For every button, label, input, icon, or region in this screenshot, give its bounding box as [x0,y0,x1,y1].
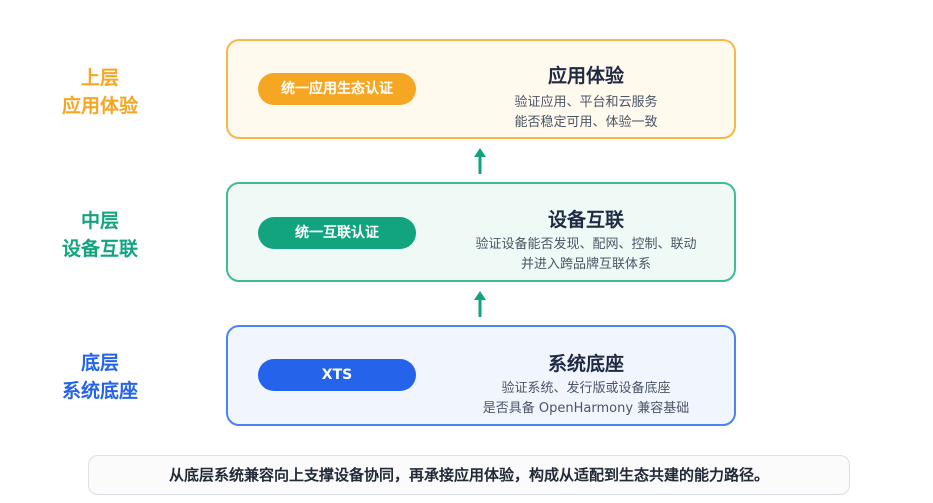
top-layer-badge: 统一应用生态认证 [258,73,416,105]
middle-layer-description: 验证设备能否发现、配网、控制、联动 并进入跨品牌互联体系 [448,235,724,275]
top-layer-description: 验证应用、平台和云服务 能否稳定可用、体验一致 [448,93,724,133]
middle-layer-desc-line2: 并进入跨品牌互联体系 [520,257,651,272]
top-layer-desc-line2: 能否稳定可用、体验一致 [514,115,658,130]
middle-layer-side-line2: 设备互联 [61,238,138,260]
bottom-layer-title: 系统底座 [547,353,624,375]
bottom-layer-side-line2: 系统底座 [61,380,138,402]
middle-layer-box: 统一互联认证 设备互联 验证设备能否发现、配网、控制、联动 并进入跨品牌互联体系 [226,182,736,282]
bottom-layer-desc-line1: 验证系统、发行版或设备底座 [501,381,671,396]
summary-caption: 从底层系统兼容向上支撑设备协同，再承接应用体验，构成从适配到生态共建的能力路径。 [88,455,850,495]
bottom-layer-side-line1: 底层 [80,352,119,374]
bottom-layer-description: 验证系统、发行版或设备底座 是否具备 OpenHarmony 兼容基础 [448,379,724,419]
bottom-layer-badge: XTS [258,359,416,391]
arrow-up-icon [474,148,486,174]
top-layer-title: 应用体验 [547,65,624,87]
top-layer-side-label: 上层 应用体验 [60,64,140,120]
bottom-layer-box: XTS 系统底座 验证系统、发行版或设备底座 是否具备 OpenHarmony … [226,325,736,426]
middle-layer-badge: 统一互联认证 [258,217,416,249]
top-layer-side-line1: 上层 [80,67,119,89]
top-layer-desc-line1: 验证应用、平台和云服务 [514,95,658,110]
bottom-layer-desc-line2: 是否具备 OpenHarmony 兼容基础 [482,401,690,416]
middle-layer-desc-line1: 验证设备能否发现、配网、控制、联动 [475,237,697,252]
middle-layer-title: 设备互联 [547,209,624,231]
arrow-up-icon [474,291,486,317]
bottom-layer-side-label: 底层 系统底座 [60,349,140,405]
middle-layer-side-label: 中层 设备互联 [60,207,140,263]
top-layer-side-line2: 应用体验 [61,95,138,117]
middle-layer-side-line1: 中层 [80,210,119,232]
top-layer-box: 统一应用生态认证 应用体验 验证应用、平台和云服务 能否稳定可用、体验一致 [226,39,736,139]
